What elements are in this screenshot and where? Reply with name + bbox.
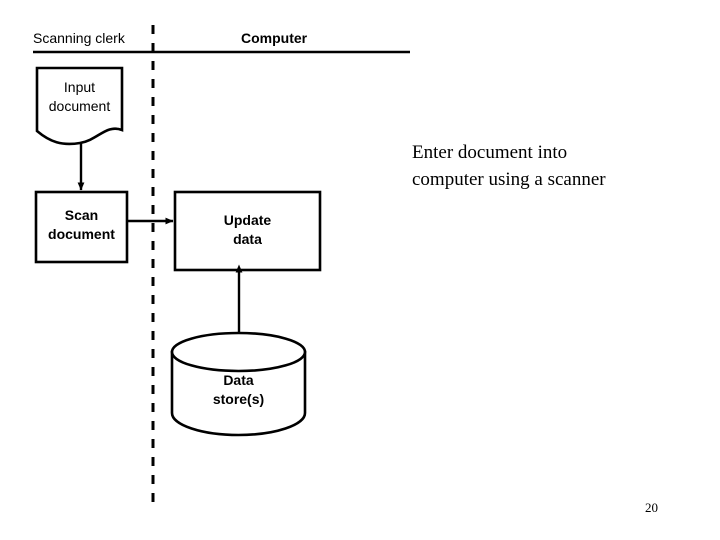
page-number: 20 bbox=[645, 500, 658, 515]
update-data-label: Update data bbox=[223, 212, 272, 247]
scan-document-label: Scan document bbox=[48, 207, 115, 242]
data-store-label: Data store(s) bbox=[212, 372, 265, 407]
swimlane-label-computer: Computer bbox=[241, 30, 308, 46]
update-data-box bbox=[173, 190, 322, 272]
data-store-cylinder-body bbox=[170, 350, 307, 437]
scanner-annotation: Enter document into computer using a sca… bbox=[412, 142, 606, 190]
input-document-label: Input document bbox=[48, 79, 111, 114]
swimlane-label-scanning-clerk: Scanning clerk bbox=[33, 30, 125, 46]
scan-document-box bbox=[34, 190, 129, 264]
data-store-cylinder-top bbox=[170, 331, 307, 373]
